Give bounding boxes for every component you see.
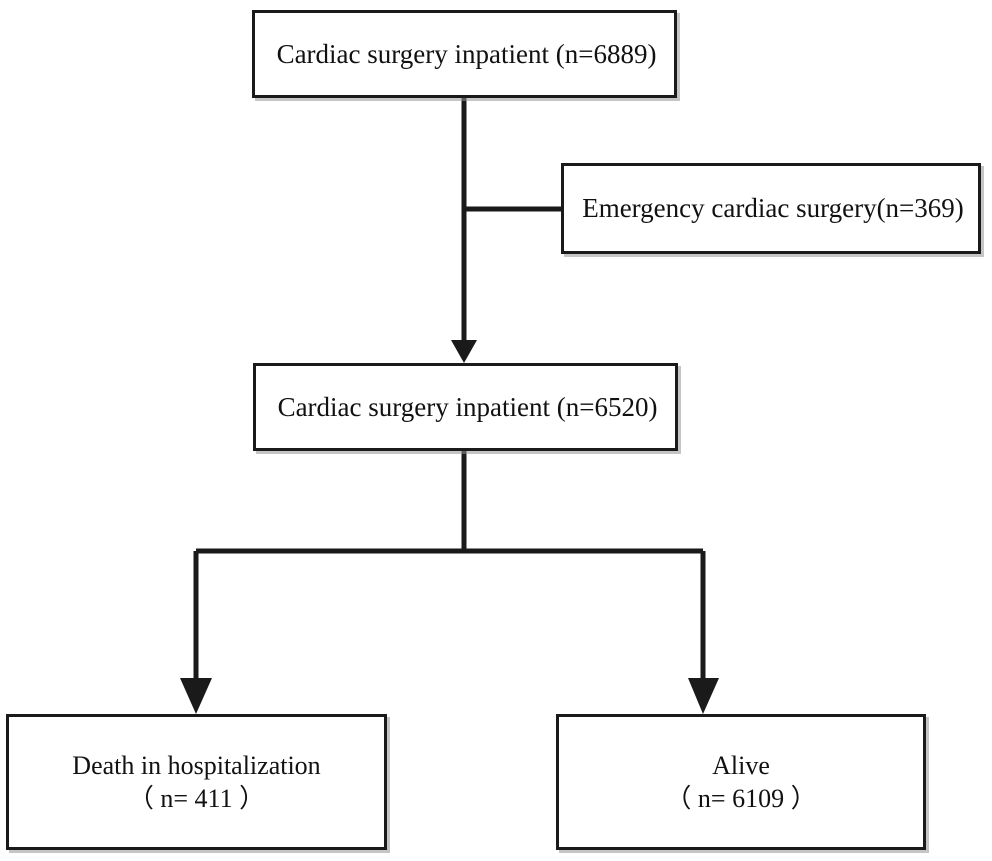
node-emergency-cardiac-surgery-excluded: Emergency cardiac surgery(n=369) — [561, 163, 981, 254]
node-alive-label: Alive （ n= 6109 ） — [665, 750, 817, 813]
node-cardiac-surgery-inpatient-total: Cardiac surgery inpatient (n=6889) — [252, 10, 677, 98]
node-death-label: Death in hospitalization （ n= 411 ） — [72, 750, 321, 813]
node-emergency-label: Emergency cardiac surgery(n=369) — [582, 193, 964, 224]
arrowhead-to-death — [180, 678, 212, 714]
node-alive: Alive （ n= 6109 ） — [556, 714, 926, 850]
arrowhead-to-alive — [688, 678, 719, 714]
node-top-label: Cardiac surgery inpatient (n=6889) — [276, 38, 657, 69]
node-death-in-hospitalization: Death in hospitalization （ n= 411 ） — [6, 714, 387, 850]
node-cardiac-surgery-inpatient-included: Cardiac surgery inpatient (n=6520) — [253, 363, 678, 451]
node-included-label: Cardiac surgery inpatient (n=6520) — [277, 391, 658, 422]
arrowhead-to-included — [451, 340, 477, 363]
